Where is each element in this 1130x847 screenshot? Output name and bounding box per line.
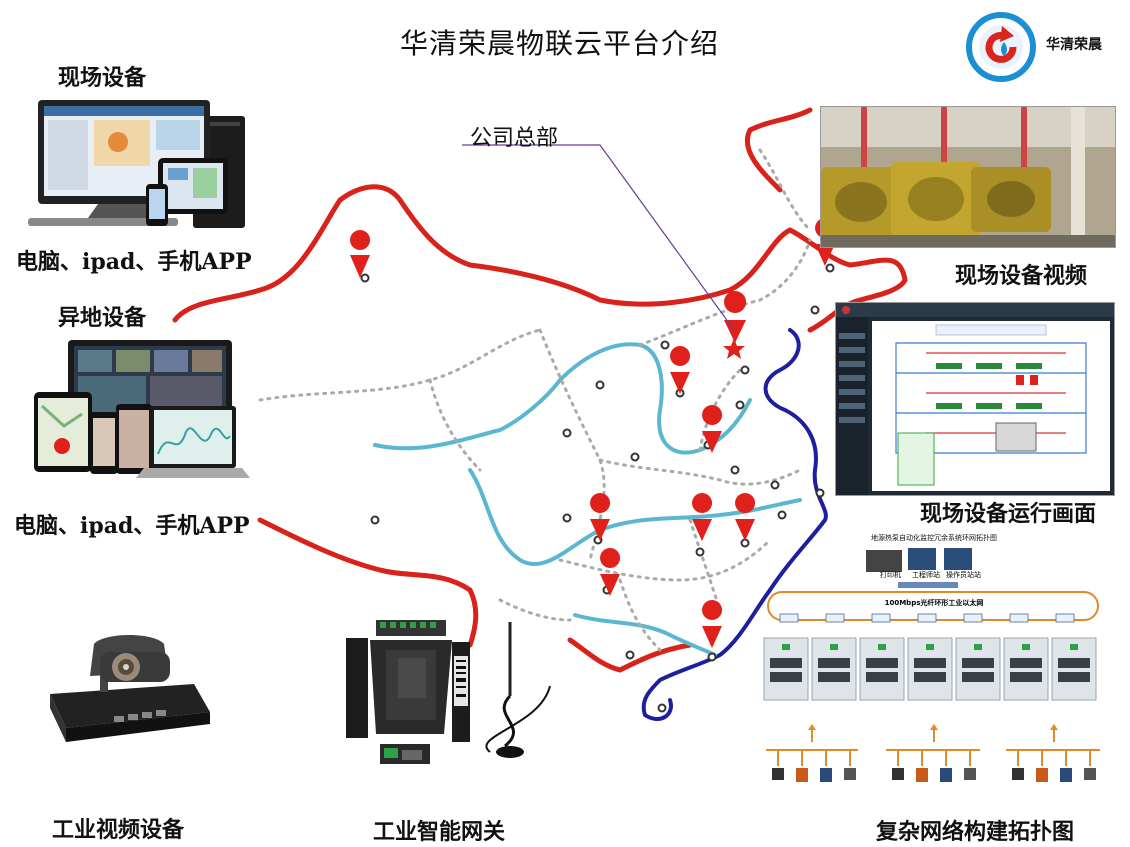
headquarters-label: 公司总部 — [470, 126, 559, 151]
marker-pin — [590, 493, 611, 541]
industrial-video-device-image — [50, 635, 210, 742]
machinery-photo — [821, 107, 1115, 247]
remote-clients-label: 电脑、ipad、手机APP — [14, 513, 250, 539]
onsite-clients-label: 电脑、ipad、手机APP — [16, 249, 252, 275]
industrial-gateway-label: 工业智能网关 — [373, 819, 506, 845]
network-topology-label: 复杂网络构建拓扑图 — [876, 819, 1075, 845]
station-printer: 打印机 — [880, 570, 901, 579]
logo-emblem-icon — [966, 12, 1036, 82]
pearl-river — [573, 613, 717, 657]
marker-pin — [670, 346, 691, 394]
marker-pin — [724, 291, 747, 343]
yellow-river — [373, 342, 752, 455]
onsite-runtime-label: 现场设备运行画面 — [920, 501, 1097, 527]
remote-devices-image — [34, 340, 250, 478]
industrial-gateway-image — [346, 620, 551, 764]
marker-pin — [702, 405, 723, 453]
onsite-video-panel — [820, 106, 1116, 248]
onsite-video-label: 现场设备视频 — [955, 263, 1088, 289]
headquarters-star — [723, 338, 745, 359]
topology-ring-label: 100Mbps光纤环形工业以太网 — [885, 598, 984, 607]
coastline — [641, 328, 828, 721]
marker-pin — [350, 230, 371, 278]
headquarters-leader-line — [462, 144, 735, 331]
company-logo: 华清荣晨 — [966, 12, 1116, 82]
marker-pin — [702, 600, 723, 648]
station-engineer: 工程师站 — [912, 570, 940, 579]
network-topology-diagram: 地源热泵自动化监控冗余系统环网拓扑图 打印机 工程师站 操作员站站 100Mbp… — [763, 533, 1100, 782]
province-borders — [258, 148, 812, 652]
industrial-video-label: 工业视频设备 — [52, 817, 185, 843]
southwest-border — [257, 517, 479, 648]
south-border — [567, 637, 693, 673]
national-border — [172, 107, 908, 333]
city-dots — [360, 263, 835, 713]
onsite-runtime-panel — [835, 302, 1115, 496]
scada-screenshot — [836, 303, 1114, 495]
station-operator: 操作员站站 — [946, 570, 981, 579]
marker-pin — [600, 548, 621, 596]
topology-title: 地源热泵自动化监控冗余系统环网拓扑图 — [871, 533, 997, 542]
logo-text: 华清荣晨 — [1046, 37, 1102, 53]
onsite-devices-label: 现场设备 — [58, 65, 147, 91]
marker-pin — [735, 493, 756, 541]
marker-pin — [692, 493, 713, 541]
location-markers — [350, 218, 836, 648]
page-title: 华清荣晨物联云平台介绍 — [400, 27, 720, 60]
onsite-devices-image — [28, 100, 245, 228]
remote-devices-label: 异地设备 — [58, 305, 147, 331]
